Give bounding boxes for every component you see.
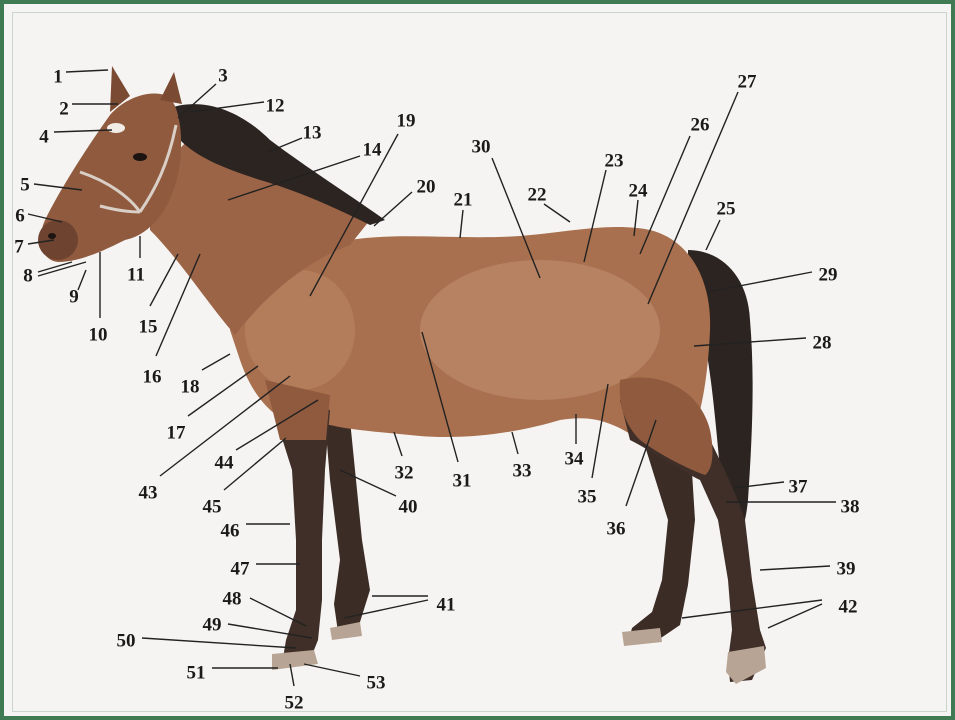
part-label-14: 14: [363, 139, 383, 160]
part-label-27: 27: [738, 71, 758, 92]
part-label-48: 48: [223, 588, 242, 609]
part-label-53: 53: [367, 672, 386, 693]
near-hind-hoof: [726, 646, 766, 684]
face-star: [107, 123, 125, 133]
part-label-6: 6: [15, 205, 25, 226]
part-label-25: 25: [717, 198, 736, 219]
part-label-22: 22: [528, 184, 547, 205]
part-label-29: 29: [819, 264, 838, 285]
leader-line-25: [706, 220, 720, 250]
part-label-15: 15: [139, 316, 158, 337]
part-label-47: 47: [231, 558, 251, 579]
part-label-26: 26: [691, 114, 710, 135]
part-label-8: 8: [23, 265, 33, 286]
part-label-18: 18: [181, 376, 200, 397]
near-fore-hoof: [272, 650, 318, 670]
part-label-32: 32: [395, 462, 414, 483]
part-label-37: 37: [789, 476, 809, 497]
part-label-11: 11: [127, 264, 145, 285]
part-label-23: 23: [605, 150, 624, 171]
part-label-21: 21: [454, 189, 473, 210]
leader-line-18: [202, 354, 230, 370]
part-label-24: 24: [629, 180, 649, 201]
part-label-49: 49: [203, 614, 222, 635]
part-label-2: 2: [59, 98, 69, 119]
part-label-38: 38: [841, 496, 860, 517]
part-label-3: 3: [218, 65, 228, 86]
part-label-50: 50: [117, 630, 136, 651]
part-label-41: 41: [437, 594, 456, 615]
part-label-20: 20: [417, 176, 436, 197]
leader-line-9: [78, 270, 86, 290]
part-label-28: 28: [813, 332, 832, 353]
part-label-31: 31: [453, 470, 472, 491]
part-label-51: 51: [187, 662, 206, 683]
part-label-9: 9: [69, 286, 79, 307]
leader-line-32: [394, 432, 402, 456]
leader-line-1: [66, 70, 108, 72]
part-label-7: 7: [14, 236, 24, 257]
leader-line-16: [156, 254, 200, 356]
part-label-44: 44: [215, 452, 235, 473]
part-label-39: 39: [837, 558, 856, 579]
part-label-43: 43: [139, 482, 158, 503]
part-label-19: 19: [397, 110, 416, 131]
part-label-45: 45: [203, 496, 222, 517]
part-label-16: 16: [143, 366, 162, 387]
part-label-4: 4: [39, 126, 49, 147]
leader-line-33: [512, 432, 518, 454]
leader-line-50: [142, 638, 296, 648]
leader-line-15: [150, 254, 178, 306]
part-label-17: 17: [167, 422, 187, 443]
part-label-46: 46: [221, 520, 240, 541]
part-label-30: 30: [472, 136, 491, 157]
leader-line-39: [760, 566, 830, 570]
leader-line-42: [768, 604, 822, 628]
part-label-36: 36: [607, 518, 626, 539]
part-label-12: 12: [266, 95, 285, 116]
far-foreleg: [325, 420, 370, 632]
leader-line-8: [38, 262, 86, 276]
part-label-1: 1: [53, 66, 63, 87]
leader-line-53: [304, 664, 360, 676]
ear-right: [160, 72, 182, 104]
nostril: [48, 233, 56, 239]
body-highlight: [420, 260, 660, 400]
part-label-35: 35: [578, 486, 597, 507]
leader-line-21: [460, 210, 463, 238]
eye: [133, 153, 147, 161]
part-label-40: 40: [399, 496, 418, 517]
far-hind-hoof: [622, 628, 662, 646]
part-label-34: 34: [565, 448, 585, 469]
part-label-52: 52: [285, 692, 304, 713]
part-label-13: 13: [303, 122, 322, 143]
leader-line-20: [374, 192, 412, 226]
part-label-10: 10: [89, 324, 108, 345]
part-label-33: 33: [513, 460, 532, 481]
muzzle: [38, 220, 78, 260]
leader-line-22: [544, 204, 570, 222]
part-label-42: 42: [839, 596, 858, 617]
part-label-5: 5: [20, 174, 30, 195]
